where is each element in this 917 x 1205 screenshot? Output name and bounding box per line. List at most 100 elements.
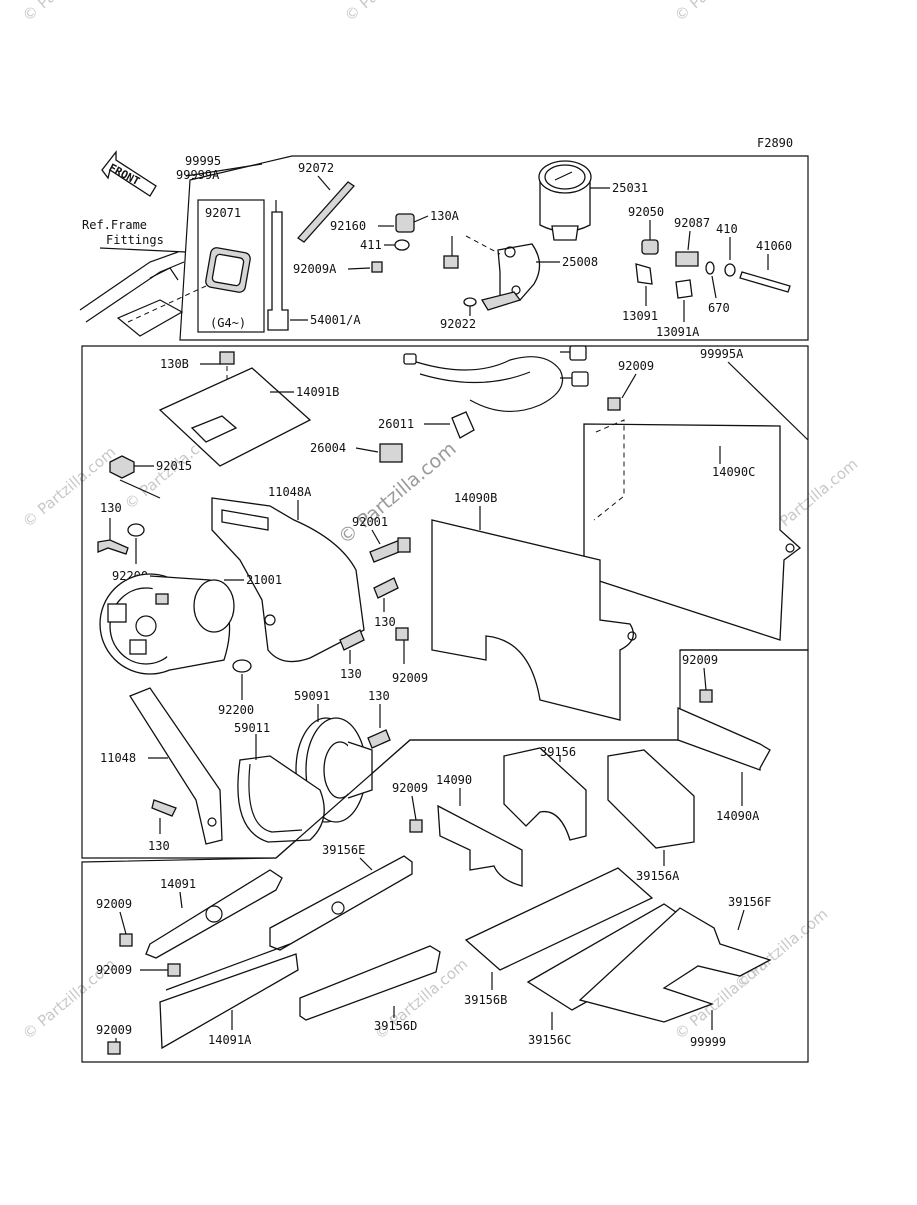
label-130-b: 130 bbox=[374, 615, 396, 629]
label-21001: 21001 bbox=[246, 573, 282, 587]
part-14091 bbox=[145, 869, 283, 959]
part-39156A bbox=[607, 749, 695, 849]
label-11048: 11048 bbox=[100, 751, 136, 765]
label-13091: 13091 bbox=[622, 309, 658, 323]
part-92050 bbox=[641, 239, 659, 255]
label-92001: 92001 bbox=[352, 515, 388, 529]
label-41060: 41060 bbox=[756, 239, 792, 253]
part-11048 bbox=[129, 687, 223, 845]
watermark: © Partzilla.com bbox=[19, 0, 119, 25]
label-59091: 59091 bbox=[294, 689, 330, 703]
part-130B bbox=[219, 351, 235, 365]
part-92009-l3 bbox=[107, 1041, 121, 1055]
label-14091B: 14091B bbox=[296, 385, 339, 399]
label-92160: 92160 bbox=[330, 219, 366, 233]
ref-note-line2: Fittings bbox=[106, 233, 164, 247]
part-92009-l1 bbox=[119, 933, 133, 947]
label-99995: 99995 bbox=[185, 154, 221, 168]
label-92009-r: 92009 bbox=[682, 653, 718, 667]
part-92015 bbox=[109, 455, 135, 479]
part-14090C bbox=[583, 423, 802, 641]
label-670: 670 bbox=[708, 301, 730, 315]
label-39156B: 39156B bbox=[464, 993, 507, 1007]
part-92009-c bbox=[409, 819, 423, 833]
part-26004 bbox=[379, 443, 403, 463]
part-92009-top bbox=[607, 397, 621, 411]
part-54001 bbox=[267, 211, 289, 331]
part-130A-bolt bbox=[443, 255, 459, 269]
part-130-d bbox=[367, 729, 391, 749]
label-92009-top: 92009 bbox=[618, 359, 654, 373]
label-39156D: 39156D bbox=[374, 1019, 417, 1033]
label-92087: 92087 bbox=[674, 216, 710, 230]
part-41060 bbox=[739, 271, 791, 293]
group-frame-lower-right bbox=[81, 649, 809, 1063]
part-92200-a bbox=[127, 523, 145, 537]
part-14090 bbox=[437, 804, 523, 887]
label-99999: 99999 bbox=[690, 1035, 726, 1049]
label-410: 410 bbox=[716, 222, 738, 236]
label-25031: 25031 bbox=[612, 181, 648, 195]
part-92009A bbox=[371, 261, 383, 273]
label-130-a: 130 bbox=[100, 501, 122, 515]
part-14090B bbox=[431, 519, 634, 721]
label-14090: 14090 bbox=[436, 773, 472, 787]
part-39156 bbox=[503, 747, 587, 841]
label-92009-l3: 92009 bbox=[96, 1023, 132, 1037]
label-14091: 14091 bbox=[160, 877, 196, 891]
label-92009-l2: 92009 bbox=[96, 963, 132, 977]
label-59011: 59011 bbox=[234, 721, 270, 735]
label-14091A: 14091A bbox=[208, 1033, 252, 1047]
label-92009-mid: 92009 bbox=[392, 671, 428, 685]
label-92022: 92022 bbox=[440, 317, 476, 331]
watermark: © Partzilla.com bbox=[671, 0, 771, 25]
watermark: © Partzilla.com bbox=[731, 905, 831, 993]
part-92009-mid bbox=[395, 627, 409, 641]
part-39156F bbox=[578, 907, 772, 1023]
label-39156F: 39156F bbox=[728, 895, 771, 909]
label-g4: (G4~) bbox=[210, 316, 246, 330]
label-26004: 26004 bbox=[310, 441, 346, 455]
part-130-e bbox=[151, 799, 177, 817]
watermark: © Partzilla.com bbox=[341, 0, 441, 25]
part-39156D bbox=[299, 945, 441, 1021]
label-130-c: 130 bbox=[340, 667, 362, 681]
part-130-b bbox=[373, 577, 399, 599]
part-59011 bbox=[237, 755, 325, 843]
part-11048A bbox=[211, 497, 365, 663]
label-411: 411 bbox=[360, 238, 382, 252]
part-25008 bbox=[497, 243, 541, 301]
label-92200-b: 92200 bbox=[218, 703, 254, 717]
label-13091A: 13091A bbox=[656, 325, 700, 339]
part-14090A bbox=[677, 707, 771, 771]
label-130-d: 130 bbox=[368, 689, 390, 703]
label-92072: 92072 bbox=[298, 161, 334, 175]
label-39156: 39156 bbox=[540, 745, 576, 759]
part-13091A bbox=[675, 279, 693, 299]
label-92009-c: 92009 bbox=[392, 781, 428, 795]
label-99995A: 99995A bbox=[700, 347, 744, 361]
figure-code: F2890 bbox=[757, 136, 793, 150]
label-92050: 92050 bbox=[628, 205, 664, 219]
part-92160 bbox=[395, 213, 415, 233]
part-92072 bbox=[297, 181, 355, 243]
label-130B: 130B bbox=[160, 357, 189, 371]
part-130-c bbox=[339, 629, 365, 651]
watermark: © Partzilla.com bbox=[19, 443, 119, 531]
label-92071: 92071 bbox=[205, 206, 241, 220]
inset-box-92071 bbox=[197, 199, 265, 333]
label-54001: 54001/A bbox=[310, 313, 361, 327]
part-wire-harness bbox=[403, 345, 589, 439]
front-arrow-icon: FRONT bbox=[101, 150, 157, 197]
label-39156C: 39156C bbox=[528, 1033, 571, 1047]
part-92009-l2 bbox=[167, 963, 181, 977]
part-92022 bbox=[463, 297, 477, 307]
label-25008: 25008 bbox=[562, 255, 598, 269]
ref-note-line1: Ref.Frame bbox=[82, 218, 147, 232]
part-39156B bbox=[464, 867, 654, 971]
part-130-a bbox=[97, 539, 129, 555]
group-frame-top bbox=[179, 155, 809, 341]
label-39156E: 39156E bbox=[322, 843, 365, 857]
